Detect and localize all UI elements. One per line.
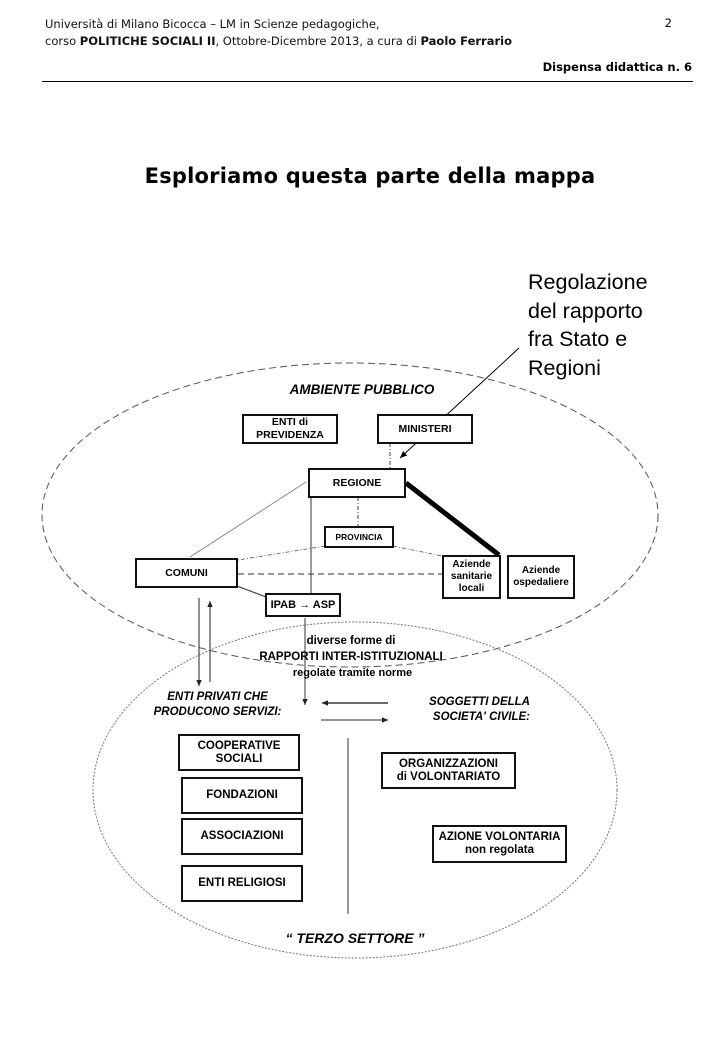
box-fondazioni: FONDAZIONI: [181, 777, 303, 814]
annotation-line: fra Stato e: [528, 327, 628, 351]
box-aziende-sanitarie: Aziende sanitarie locali: [442, 555, 501, 599]
box-enti-previdenza: ENTI di PREVIDENZA: [242, 414, 338, 444]
connector-provincia-asl: [392, 545, 443, 557]
box-aziende-ospedaliere: Aziende ospedaliere: [507, 555, 575, 599]
author-name: Paolo Ferrario: [420, 34, 512, 48]
course-period: , Ottobre-Dicembre 2013, a cura di: [215, 34, 421, 48]
inter-institutional-line3: regolate tramite norme: [292, 667, 413, 679]
page-title: Esploriamo questa parte della mappa: [144, 164, 596, 188]
box-associazioni: ASSOCIAZIONI: [181, 818, 303, 855]
box-organizzazioni-volontariato: ORGANIZZAZIONI di VOLONTARIATO: [381, 752, 516, 789]
inter-institutional-line2: RAPPORTI INTER-ISTITUZIONALI: [259, 651, 443, 663]
course-name: POLITICHE SOCIALI II: [79, 34, 216, 48]
third-sector-ellipse: [92, 621, 618, 959]
course-prefix: corso: [45, 34, 80, 48]
annotation-line: del rapporto: [528, 298, 643, 323]
box-regione: REGIONE: [308, 468, 406, 498]
connector-regione-asl: [404, 481, 501, 557]
box-ministeri: MINISTERI: [377, 414, 473, 444]
box-enti-religiosi: ENTI RELIGIOSI: [181, 865, 303, 902]
inter-institutional-line1: diverse forme di: [306, 635, 396, 647]
connector-provincia-comuni: [237, 545, 326, 561]
page-number: 2: [664, 16, 672, 30]
civil-society-label: SOGGETTI DELLA SOCIETA' CIVILE:: [429, 696, 530, 723]
public-environment-ellipse: [41, 362, 659, 668]
box-cooperative-sociali: COOPERATIVE SOCIALI: [178, 734, 300, 771]
annotation-callout: Regolazione del rapporto fra Stato e Reg…: [528, 268, 648, 382]
box-comuni: COMUNI: [135, 558, 238, 588]
annotation-line: Regolazione: [528, 270, 648, 294]
box-azione-volontaria: AZIONE VOLONTARIA non regolata: [432, 825, 567, 863]
connector-comuni-ipab: [236, 585, 267, 598]
box-provincia: PROVINCIA: [324, 526, 394, 548]
box-ipab-asp: IPAB → ASP: [265, 593, 341, 617]
connector-regione-comuni: [189, 481, 307, 558]
header-university: Università di Milano Bicocca – LM in Sci…: [45, 17, 380, 31]
annotation-line: Regioni: [528, 355, 601, 380]
header-course: corso POLITICHE SOCIALI II, Ottobre-Dice…: [45, 33, 512, 50]
third-sector-label: “ TERZO SETTORE ”: [285, 930, 425, 946]
private-entities-label: ENTI PRIVATI CHE PRODUCONO SERVIZI:: [153, 691, 282, 718]
handout-label: Dispensa didattica n. 6: [542, 60, 692, 74]
public-environment-label: AMBIENTE PUBBLICO: [289, 382, 435, 397]
header-divider: [42, 81, 693, 82]
